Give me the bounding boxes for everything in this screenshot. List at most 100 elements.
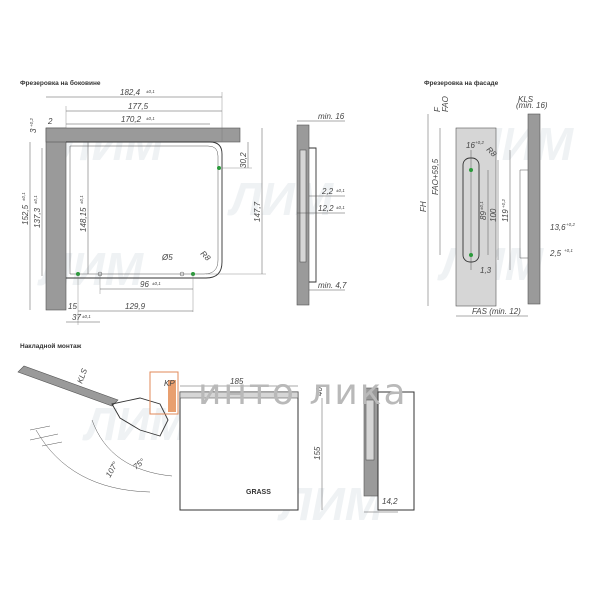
dim-3: 3 [29,128,38,133]
dim-3-group: 3 +0,2 [29,118,38,133]
front-bracket [519,169,528,259]
dim-137-3-group: 137,3 ±0,1 [33,195,42,228]
dim-min4-7: min. 4,7 [318,281,347,290]
overlay-brand: GRASS [246,489,271,496]
dim-2-2: 2,2 [321,187,334,196]
top-panel [45,127,241,143]
dim-177-5: 177,5 [128,102,149,111]
label-front-milling: Фрезеровка на фасаде [424,80,499,87]
dim-148-15-group: 148,15 ±0,1 [79,195,88,232]
dim-12-2-tol: ±0,1 [336,205,345,210]
front-f: F [433,106,442,112]
dim-15: 15 [68,302,77,311]
front-d89: 89 [479,211,488,220]
mechanism-outline [66,141,223,279]
front-side-panel [527,113,541,305]
overlay-mount-drawing: KLS KP 185 40 155 75° 107° GRASS 14,2 [17,365,415,513]
front-d2-5-tol: +0,1 [564,248,573,253]
dim-37-tol: ±0,1 [82,314,91,319]
side-panel [45,127,67,311]
watermark-1: ЛИМ [57,118,165,170]
front-d1-3: 1,3 [480,266,492,275]
dim-96: 96 [140,280,149,289]
label-overlay-mount: Накладной монтаж [20,343,82,350]
section-insert [299,149,307,263]
front-d119-tol: +0,2 [501,199,506,208]
front-fas: FAS (min. 12) [472,307,521,316]
open-door [17,365,119,407]
dim-96-tol: ±0,1 [152,281,161,286]
front-d2-5: 2,5 [549,249,562,258]
door-closed-lines [29,425,63,447]
lift-mechanism [111,397,169,437]
intolika-logo: инто лика [198,372,408,413]
front-d119: 119 [501,209,510,222]
front-d13-6: 13,6 [550,223,566,232]
dim-170-2: 170,2 [121,115,142,124]
dim-129-9: 129,9 [125,302,146,311]
dim-137-3-tol: ±0,1 [33,195,38,204]
side-milling-drawing: 182,4 ±0,1 177,5 170,2 ±0,1 2 3 +0,2 152… [21,88,347,325]
front-green-bottom [469,253,473,257]
dim-152-5: 152,5 [21,204,30,225]
dim-147-7-group: 147,7 [253,201,262,222]
dim-182-4-tol: ±0,1 [146,89,155,94]
front-milling-drawing: F FAO KLS (min. 16) FAO+59,5 FH 16 +0,2 … [419,95,575,317]
dim-170-2-tol: ±0,1 [146,116,155,121]
overlay-mech-section [365,399,375,461]
dim-148-15: 148,15 [79,207,88,232]
front-d16-tol: +0,2 [475,140,484,145]
front-fao-59-5-group: FAO+59,5 [431,158,440,195]
section-mechanism [309,147,317,283]
dim-min16: min. 16 [318,112,345,121]
overlay-d155: 155 [313,446,322,460]
dim-148-15-tol: ±0,1 [79,195,84,204]
front-fh: FH [419,201,428,212]
front-d100: 100 [489,208,498,222]
overlay-d40: 40 [315,387,324,396]
dim-r8-side: R8 [199,249,213,263]
front-fao-group: FAO [441,96,450,112]
dim-147-7: 147,7 [253,201,262,222]
front-green-top [469,168,473,172]
dim-d5: Ø5 [161,253,173,262]
front-kls-min: (min. 16) [516,101,548,110]
dim-152-5-group: 152,5 ±0,1 [21,192,30,225]
dim-30-2-group: 30,2 [239,152,248,168]
mechanism-inner [69,145,219,275]
dim-r8-side-group: R8 [199,249,213,263]
dim-37: 37 [72,313,81,322]
dim-152-5-tol: ±0,1 [21,192,26,201]
front-f-group: F [433,106,442,112]
watermark-2: ЛИМ [227,173,335,225]
overlay-d40-group: 40 [315,387,324,396]
front-fh-group: FH [419,201,428,212]
overlay-a107-group: 107° [104,459,120,479]
overlay-a107: 107° [104,459,120,479]
dim-2-2-tol: ±0,1 [336,188,345,193]
dim-182-4: 182,4 [120,88,141,97]
front-d119-group: 119 +0,2 [501,199,510,222]
hole-2 [179,271,185,277]
overlay-d14-2: 14,2 [382,497,398,506]
door-swing-arc-2 [91,419,173,477]
cabinet-side [179,391,299,399]
overlay-kls: KLS [75,367,89,385]
front-d16: 16 [466,141,475,150]
dim-3-tol: +0,2 [29,118,34,127]
front-fao: FAO [441,96,450,112]
dim-137-3: 137,3 [33,207,42,228]
overlay-kp: KP [164,379,175,388]
front-d13-6-tol: +0,2 [566,222,575,227]
label-side-milling: Фрезеровка на боковине [20,80,101,87]
front-fao-59-5: FAO+59,5 [431,158,440,195]
front-d89-group: 89 ±0,1 [479,201,488,220]
front-d100-group: 100 [489,208,498,222]
overlay-d185: 185 [230,377,244,386]
door-swing-arc [35,429,151,493]
overlay-a75: 75° [132,456,148,471]
overlay-a75-group: 75° [132,456,148,471]
front-kls: KLS [518,95,534,104]
cabinet-box [179,391,299,511]
